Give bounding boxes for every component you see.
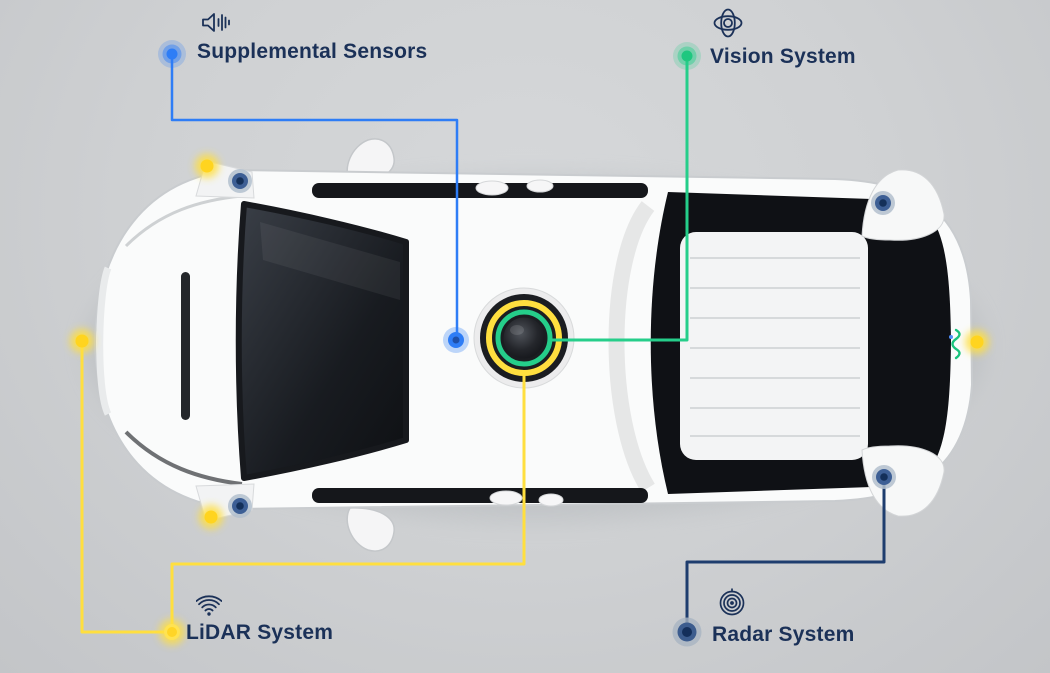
callout-radar-system: Radar System <box>712 586 854 645</box>
front-trim-lower <box>124 430 243 486</box>
sensor-markers <box>70 154 989 529</box>
supplemental-connector <box>170 54 459 338</box>
spoiler-tip-top <box>861 169 945 241</box>
lidar-glow-dots <box>70 154 989 529</box>
callout-label: LiDAR System <box>186 621 334 644</box>
speaker-waves-icon <box>201 10 233 35</box>
callout-supplemental-sensors: Supplemental Sensors <box>197 10 427 62</box>
callout-lidar-system: LiDAR System <box>186 586 333 643</box>
roof-pod <box>475 180 509 196</box>
windshield-glare <box>260 222 400 300</box>
car-body <box>87 138 983 552</box>
liftgate-ribs <box>690 257 860 437</box>
front-trim-upper <box>124 194 243 248</box>
vision-label-dot <box>673 42 701 70</box>
label-dots <box>158 40 702 647</box>
hood-vent <box>181 272 190 420</box>
radar-target-icon <box>716 586 748 618</box>
roof-contour <box>608 201 655 493</box>
roof-pod <box>489 490 523 506</box>
lidar-glow-dot <box>195 154 219 178</box>
rear-logo <box>949 328 961 360</box>
callout-label: Vision System <box>710 45 856 68</box>
roof-pod <box>538 493 564 507</box>
lidar-connector-left <box>80 341 170 634</box>
callout-label: Radar System <box>712 623 855 646</box>
dome-vision-ring <box>495 309 553 367</box>
lidar-glow-dot <box>70 329 94 353</box>
lidar-label-dot <box>159 619 185 645</box>
perimeter-radar-dot <box>228 494 252 518</box>
side-mirror-bottom <box>346 507 395 552</box>
nose-highlight <box>96 266 112 416</box>
lidar-signal-icon <box>195 586 223 616</box>
callout-label: Supplemental Sensors <box>197 40 428 63</box>
vision-connector <box>550 56 689 342</box>
perimeter-radar-dot <box>872 465 896 489</box>
gyroscope-icon <box>712 6 744 40</box>
perimeter-radar-dot <box>228 169 252 193</box>
window-band-bottom <box>312 488 648 503</box>
lidar-glow-dot <box>199 505 223 529</box>
supplemental-label-dot <box>158 40 186 68</box>
radar-connector <box>685 477 886 631</box>
roof-pod <box>526 179 554 193</box>
callout-vision-system: Vision System <box>710 6 856 67</box>
roof-camera-dot <box>443 327 469 353</box>
lidar-connector-dome <box>170 373 526 630</box>
lidar-glow-dot <box>965 330 989 354</box>
windshield <box>235 201 409 481</box>
perimeter-radar-dot <box>871 191 895 215</box>
liftgate-panel <box>680 232 868 460</box>
perimeter-radar-dots <box>228 169 896 518</box>
roof-lidar-dome <box>473 287 575 389</box>
radar-label-dot <box>672 617 702 647</box>
connector-lines <box>80 54 886 634</box>
